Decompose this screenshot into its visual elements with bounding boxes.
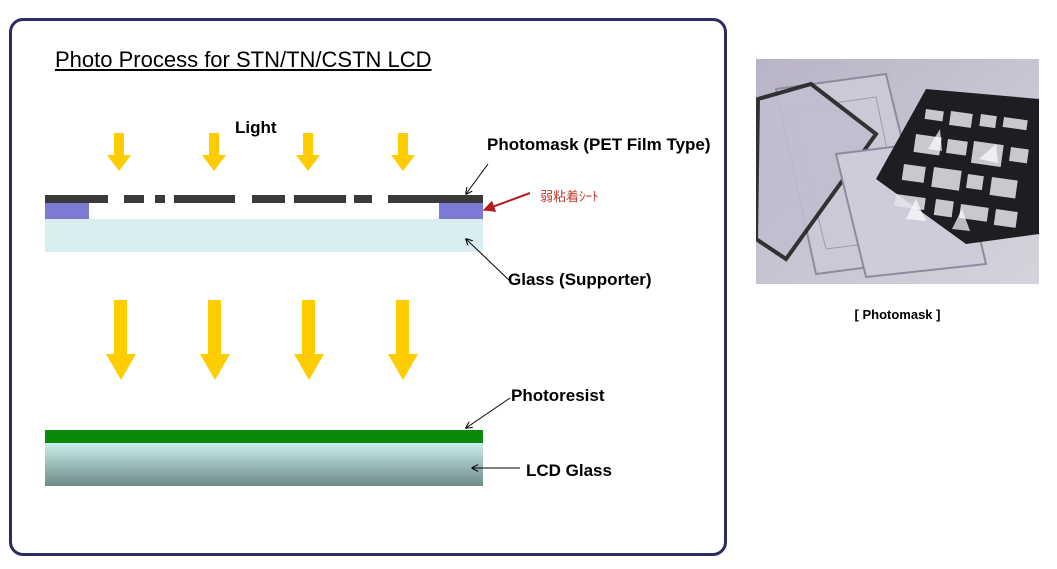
exposure-arrow-1 — [106, 300, 136, 380]
diagram-title: Photo Process for STN/TN/CSTN LCD — [55, 47, 432, 72]
photoresist-leader — [466, 397, 511, 428]
adhesive-sheet-label: 弱粘着ｼｰﾄ — [540, 190, 599, 205]
light-arrows-bottom — [106, 300, 418, 380]
photomask-leader — [466, 163, 489, 194]
photoresist-label: Photoresist — [511, 386, 605, 405]
photomask-caption: [ Photomask ] — [854, 307, 941, 322]
light-arrow-3 — [296, 133, 320, 171]
exposure-arrow-3 — [294, 300, 324, 380]
light-arrow-2 — [202, 133, 226, 171]
photomask-layer — [45, 195, 483, 203]
exposure-arrow-4 — [388, 300, 418, 380]
lcd-glass-layer — [45, 443, 483, 486]
glass-leader — [466, 239, 511, 282]
exposure-arrow-2 — [200, 300, 230, 380]
photomask-illustration — [756, 59, 1039, 284]
photoresist-layer — [45, 430, 483, 443]
photomask-photo — [756, 59, 1039, 284]
lcd-glass-label: LCD Glass — [526, 461, 612, 480]
light-arrow-4 — [391, 133, 415, 171]
adhesive-leader — [482, 192, 531, 212]
light-label: Light — [235, 118, 277, 137]
light-arrow-1 — [107, 133, 131, 171]
glass-supporter — [45, 219, 483, 252]
light-arrows-top — [107, 133, 415, 171]
adhesive-sheet-right — [439, 203, 483, 219]
adhesive-sheet-left — [45, 203, 89, 219]
photomask-label: Photomask (PET Film Type) — [487, 135, 711, 154]
glass-supporter-label: Glass (Supporter) — [508, 270, 652, 289]
